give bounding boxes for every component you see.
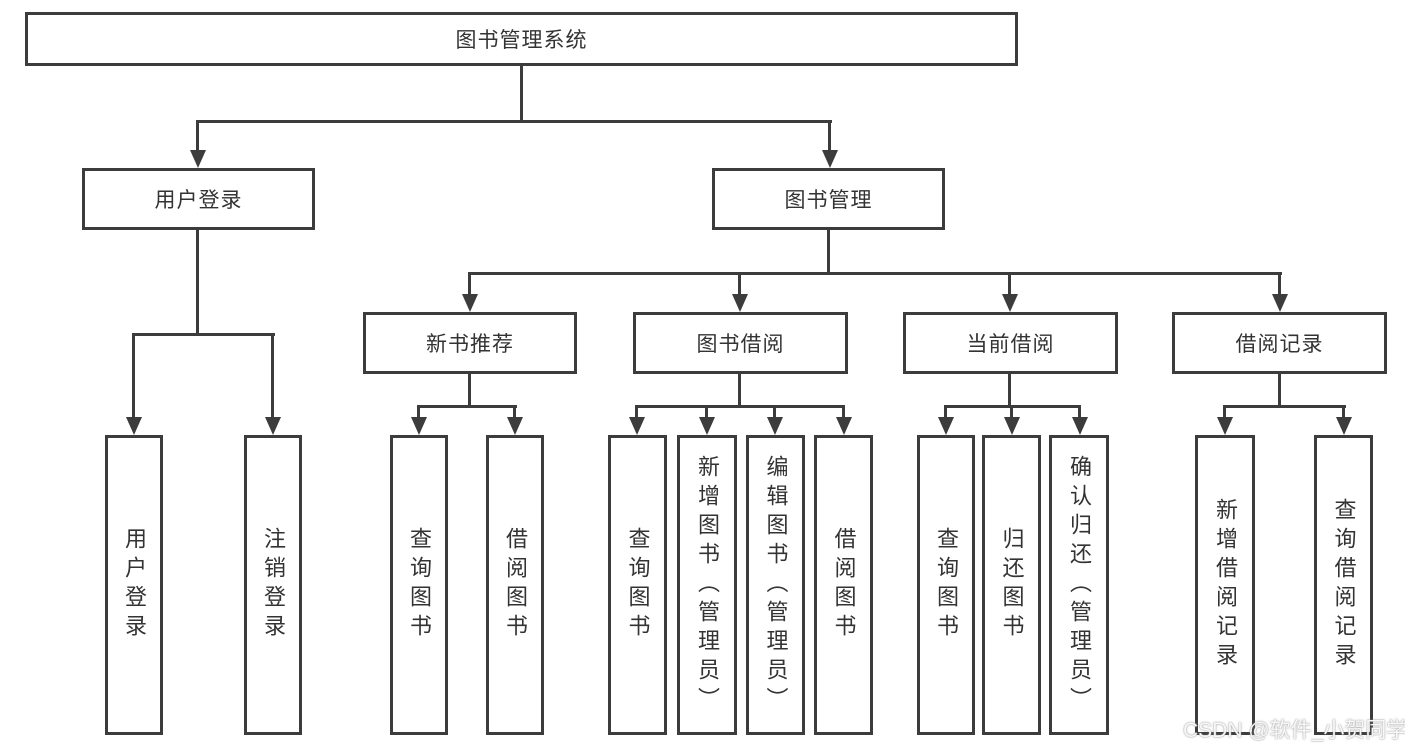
- connector-drop-leaf: [1078, 405, 1081, 417]
- connector-drop-user-login: [196, 120, 199, 152]
- connector-newbook-bar: [417, 405, 517, 408]
- node-label: 归还图书: [999, 527, 1025, 643]
- node-label: 新书推荐: [426, 333, 514, 356]
- arrow-book-borrow: [732, 294, 748, 312]
- node-book-management: 图书管理: [712, 168, 945, 230]
- arrow-leaf: [767, 417, 783, 435]
- node-label: 图书管理系统: [455, 29, 588, 52]
- node-label: 图书管理: [784, 189, 873, 212]
- leaf-add-books-admin: 新增图书（管理员）: [677, 435, 737, 735]
- connector-records-stem: [1278, 374, 1281, 405]
- connector-drop-leaf: [705, 405, 708, 417]
- leaf-query-books-1: 查询图书: [390, 435, 448, 735]
- connector-drop-leaf: [944, 405, 947, 417]
- node-book-borrowing: 图书借阅: [633, 312, 848, 374]
- connector-drop-leaf: [635, 405, 638, 417]
- connector-drop-leaf: [842, 405, 845, 417]
- arrow-current-borrow: [1002, 294, 1018, 312]
- connector-root-stem: [520, 66, 523, 120]
- connector-userlogin-bar: [132, 333, 275, 336]
- node-label: 图书借阅: [696, 333, 785, 356]
- node-label: 借阅记录: [1235, 333, 1324, 356]
- arrow-leaf: [938, 417, 954, 435]
- arrow-leaf: [629, 417, 645, 435]
- connector-newbook-stem: [468, 374, 471, 405]
- node-label: 查询图书: [625, 527, 651, 643]
- connector-drop-book-mgmt: [828, 120, 831, 152]
- arrow-leaf: [1336, 417, 1352, 435]
- connector-records-bar: [1223, 405, 1346, 408]
- arrow-book-mgmt: [822, 150, 838, 168]
- arrow-borrow-records: [1272, 294, 1288, 312]
- node-label: 当前借阅: [966, 333, 1055, 356]
- connector-drop-leaf: [1223, 405, 1226, 417]
- connector-drop-new-book: [468, 272, 471, 294]
- connector-level1-bar: [196, 120, 832, 123]
- node-label: 用户登录: [122, 527, 147, 643]
- node-label: 新增图书（管理员）: [695, 454, 720, 716]
- connector-drop-book-borrow: [738, 272, 741, 294]
- connector-drop-current-borrow: [1008, 272, 1011, 294]
- leaf-query-books-3: 查询图书: [917, 435, 975, 735]
- node-user-login: 用户登录: [82, 168, 315, 230]
- leaf-edit-books-admin: 编辑图书（管理员）: [746, 435, 805, 735]
- connector-drop-leaf: [773, 405, 776, 417]
- arrow-login-leaf: [126, 417, 142, 435]
- leaf-return-books: 归还图书: [982, 435, 1041, 735]
- arrow-leaf: [836, 417, 852, 435]
- connector-drop-leaf: [513, 405, 516, 417]
- node-label: 查询借阅记录: [1331, 498, 1357, 672]
- leaf-query-books-2: 查询图书: [608, 435, 667, 735]
- node-label: 确认归还（管理员）: [1067, 454, 1092, 716]
- connector-bookborrow-stem: [738, 374, 741, 405]
- node-label: 用户登录: [154, 189, 243, 212]
- leaf-query-borrow-record: 查询借阅记录: [1314, 435, 1373, 735]
- node-borrowing-records: 借阅记录: [1172, 312, 1387, 374]
- arrow-leaf: [1072, 417, 1088, 435]
- connector-drop-borrow-records: [1278, 272, 1281, 294]
- node-label: 查询图书: [407, 527, 432, 643]
- node-label: 借阅图书: [503, 527, 528, 643]
- connector-drop-leaf: [1010, 405, 1013, 417]
- connector-drop-leaf: [1342, 405, 1345, 417]
- node-label: 借阅图书: [831, 527, 857, 643]
- arrow-logout-leaf: [265, 417, 281, 435]
- leaf-add-borrow-record: 新增借阅记录: [1195, 435, 1255, 735]
- connector-bookborrow-bar: [635, 405, 845, 408]
- arrow-leaf: [699, 417, 715, 435]
- arrow-leaf: [1004, 417, 1020, 435]
- arrow-new-book: [462, 294, 478, 312]
- arrow-leaf: [1217, 417, 1233, 435]
- leaf-logout: 注销登录: [244, 435, 302, 735]
- leaf-confirm-return-admin: 确认归还（管理员）: [1049, 435, 1109, 735]
- node-new-book-recommend: 新书推荐: [363, 312, 577, 374]
- connector-drop-logout-leaf: [271, 333, 274, 417]
- arrow-leaf: [507, 417, 523, 435]
- leaf-borrow-books-1: 借阅图书: [486, 435, 544, 735]
- leaf-borrow-books-2: 借阅图书: [814, 435, 873, 735]
- connector-drop-login-leaf: [132, 333, 135, 417]
- node-label: 查询图书: [934, 527, 959, 643]
- connector-bookmgmt-stem: [827, 230, 830, 272]
- node-label: 新增借阅记录: [1213, 498, 1238, 672]
- arrow-user-login: [190, 150, 206, 168]
- arrow-leaf: [411, 417, 427, 435]
- connector-drop-leaf: [417, 405, 420, 417]
- leaf-user-login: 用户登录: [105, 435, 163, 735]
- node-library-system: 图书管理系统: [25, 12, 1018, 66]
- connector-currentborrow-stem: [1008, 374, 1011, 405]
- node-current-borrowing: 当前借阅: [903, 312, 1118, 374]
- node-label: 注销登录: [261, 527, 286, 643]
- node-label: 编辑图书（管理员）: [763, 454, 789, 716]
- connector-userlogin-stem: [196, 230, 199, 333]
- connector-level2-bar: [468, 272, 1282, 275]
